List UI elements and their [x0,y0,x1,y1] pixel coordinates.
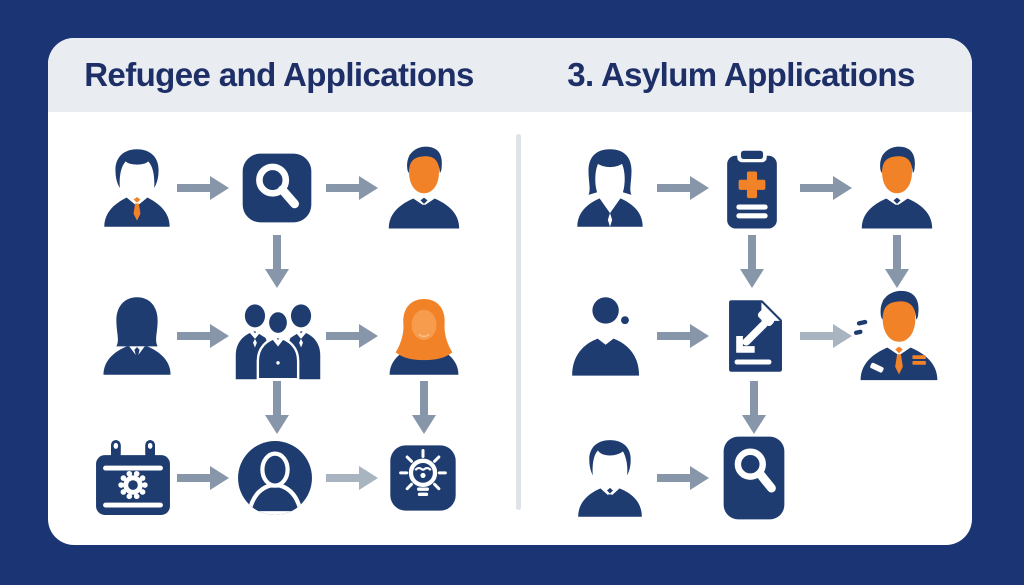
arrow-down-icon [262,235,292,289]
arrow-right-icon [800,323,852,349]
woman-silhouette-icon [94,293,180,379]
arrow-right-icon [657,175,709,201]
calendar-gear-icon [89,434,177,522]
woman-applicant-icon [567,145,653,231]
arrow-down-icon [262,381,292,435]
document-decision-icon [711,294,795,378]
arrow-right-icon [326,175,378,201]
arrow-right-icon [326,323,378,349]
arrow-right-icon [326,465,378,491]
arrow-right-icon [177,323,229,349]
header-right: 3. Asylum Applications [510,38,972,112]
person-solid-icon [566,292,654,380]
clipboard-medical-icon [706,142,798,234]
woman-orange-hair-icon [381,293,467,379]
arrow-right-icon [657,323,709,349]
search-card-icon [708,432,800,524]
arrow-right-icon [177,465,229,491]
infographic-card: Refugee and Applications 3. Asylum Appli… [48,38,972,545]
header-band: Refugee and Applications 3. Asylum Appli… [48,38,972,112]
person-applicant-icon [94,145,180,231]
right-panel-title: 3. Asylum Applications [567,56,915,93]
arrow-right-icon [657,465,709,491]
man-orange-face-icon [380,144,468,232]
arrow-down-icon [739,381,769,435]
arrow-down-icon [882,235,912,289]
panel-divider [516,134,521,510]
arrow-down-icon [409,381,439,435]
committee-group-icon [230,288,326,384]
man-orange-face-icon [853,144,941,232]
arrow-down-icon [737,235,767,289]
arrow-right-icon [800,175,852,201]
person-circle-icon [233,436,317,520]
header-left: Refugee and Applications [48,38,510,112]
officer-badge-icon [851,288,947,384]
lightbulb-icon [380,435,466,521]
arrow-right-icon [177,175,229,201]
left-panel-title: Refugee and Applications [84,56,474,93]
man-suit-icon [567,435,653,521]
search-square-icon [233,144,321,232]
